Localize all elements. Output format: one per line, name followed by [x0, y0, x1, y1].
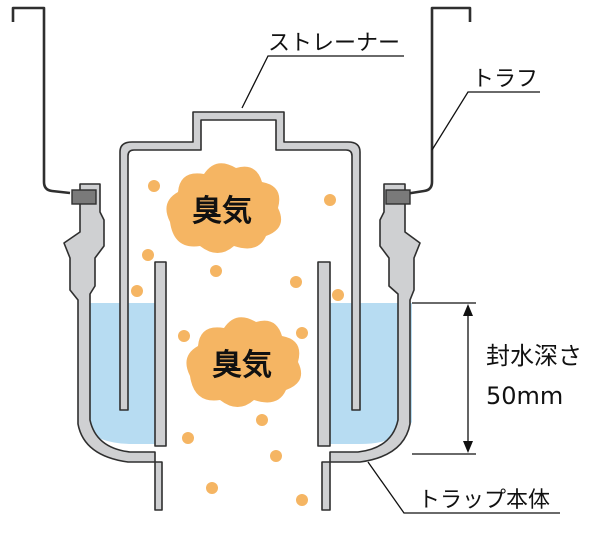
- odor-dot: [178, 330, 190, 342]
- odor-dot: [290, 276, 302, 288]
- odor-cloud-lower: 臭気: [186, 317, 302, 407]
- inner-sleeve-right: [317, 261, 331, 447]
- gasket-right: [385, 189, 411, 205]
- odor-label-lower: 臭気: [212, 348, 272, 383]
- odor-dot: [324, 194, 336, 206]
- inner-sleeve-left: [154, 261, 167, 447]
- strainer-leader: [241, 55, 404, 109]
- odor-dot: [206, 482, 218, 494]
- dim-arrow-bottom: [463, 441, 473, 453]
- cloud-icon: [166, 163, 282, 254]
- odor-dot: [270, 450, 282, 462]
- gasket-left: [71, 189, 97, 205]
- odor-dot: [131, 285, 143, 297]
- trap-body: [63, 183, 421, 511]
- strainer: [119, 111, 361, 411]
- odor-label-upper: 臭気: [192, 194, 252, 229]
- water-right: [330, 303, 412, 444]
- seal-water: [79, 303, 412, 444]
- trough: [11, 6, 472, 196]
- odor-dot: [182, 432, 194, 444]
- odor-dot: [148, 180, 160, 192]
- trap-body-leader: [367, 461, 560, 514]
- dim-arrow-top: [463, 304, 473, 316]
- trough-label: トラフ: [472, 67, 538, 92]
- seal-depth-value: 50mm: [486, 382, 563, 410]
- trough-leader: [431, 91, 540, 151]
- odor-dots: [131, 180, 344, 506]
- odor-dot: [142, 249, 154, 261]
- trap-body-label: トラップ本体: [418, 488, 550, 513]
- seal-depth-dimension: [412, 302, 476, 455]
- seal-depth-label: 封水深さ: [486, 342, 582, 370]
- strainer-bell: [119, 111, 361, 411]
- odor-dot: [332, 289, 344, 301]
- odor-cloud-upper: 臭気: [166, 163, 282, 254]
- trough-hook-left: [11, 6, 71, 195]
- odor-dot: [210, 265, 222, 277]
- leader-lines: [241, 55, 560, 514]
- strainer-label: ストレーナー: [268, 31, 400, 56]
- trough-hook-right: [404, 6, 472, 196]
- water-left: [79, 303, 158, 444]
- cloud-icon: [186, 317, 302, 407]
- trap-body-left-wall: [63, 183, 163, 511]
- trap-body-right-wall: [321, 183, 421, 511]
- odor-dot: [256, 414, 268, 426]
- odor-dot: [296, 494, 308, 506]
- odor-dot: [296, 327, 308, 339]
